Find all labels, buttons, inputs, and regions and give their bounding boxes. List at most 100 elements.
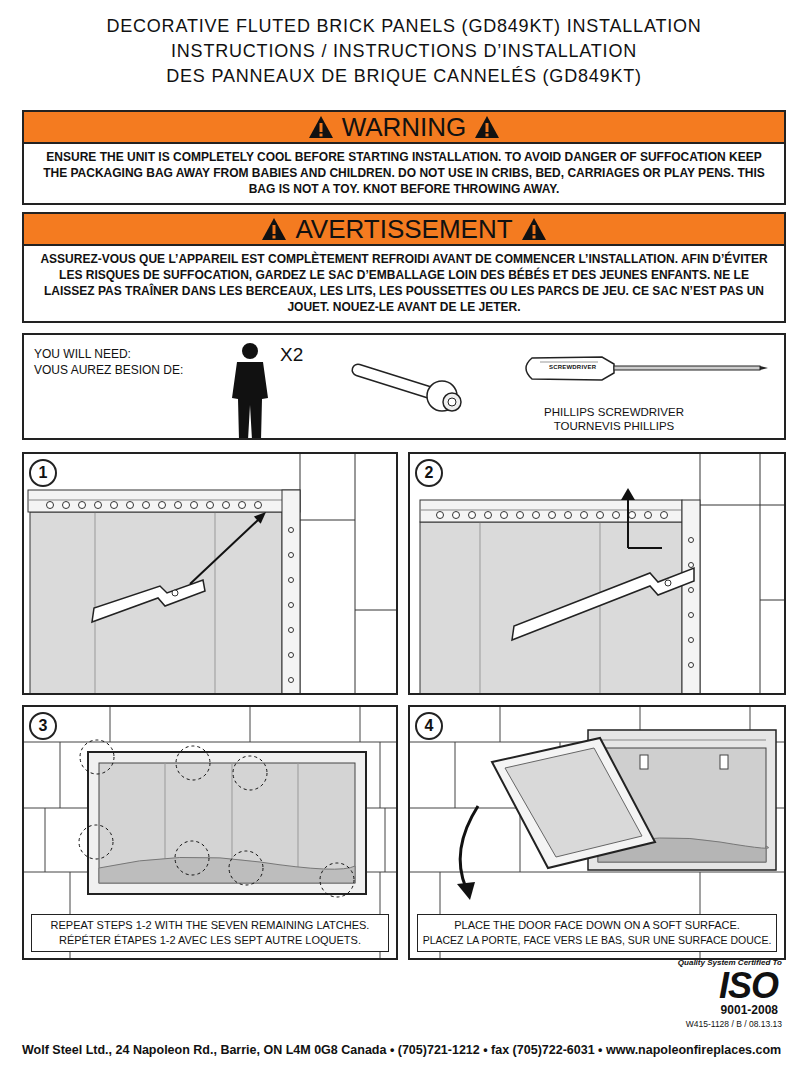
iso-logo: ISO — [719, 968, 778, 1004]
tool-label: VOUS AUREZ BESION DE: — [34, 363, 183, 377]
caption-text: PLACEZ LA PORTE, FACE VERS LE BAS, SUR U… — [421, 933, 773, 948]
step1-illustration — [215, 512, 216, 693]
step3-illustration — [24, 707, 396, 958]
step4-illustration — [640, 755, 648, 769]
step3-illustration — [380, 742, 381, 808]
step1-illustration — [289, 628, 294, 633]
step-number-text: 3 — [39, 717, 48, 735]
step3-illustration — [298, 763, 299, 883]
step4-illustration — [500, 707, 501, 742]
step1-illustration — [111, 502, 118, 509]
step3-illustration — [175, 841, 209, 875]
step1-illustration — [79, 502, 86, 509]
step2-illustration — [689, 563, 694, 568]
step3-illustration — [79, 825, 113, 859]
step1-illustration — [191, 502, 198, 509]
step2-illustration — [613, 512, 620, 519]
tool-brand: SCREWDRIVER — [549, 364, 596, 371]
warning-triangle — [486, 123, 489, 132]
warning-triangle — [532, 225, 535, 234]
step-number-text: 2 — [425, 464, 434, 482]
warning-triangle — [521, 217, 547, 241]
step2-illustration — [689, 663, 694, 668]
step-caption: REPEAT STEPS 1-2 WITH THE SEVEN REMAININ… — [31, 914, 389, 952]
step3-illustration — [233, 756, 267, 790]
quantity-label: X2 — [280, 344, 303, 366]
warning-header: AVERTISSEMENT — [24, 214, 784, 246]
step1-illustration — [300, 520, 355, 521]
step1-illustration — [30, 512, 282, 693]
step1-illustration — [143, 502, 150, 509]
step2-illustration — [629, 512, 636, 519]
step2-illustration — [420, 500, 682, 522]
step1-illustration — [207, 502, 214, 509]
person-icon — [232, 343, 268, 440]
caption-text: RÉPÉTER ÉTAPES 1-2 AVEC LES SEPT AUTRE L… — [35, 933, 385, 948]
warning-triangle — [308, 115, 334, 139]
step2-illustration — [760, 600, 784, 601]
step1-illustration — [63, 502, 70, 509]
step3-illustration — [79, 740, 354, 897]
step-caption: PLACE THE DOOR FACE DOWN ON A SOFT SURFA… — [417, 914, 777, 952]
ratchet-icon — [358, 370, 461, 411]
step3-illustration — [99, 763, 355, 883]
step2-illustration — [437, 512, 668, 519]
screwdriver-icon — [760, 366, 768, 370]
step1-illustration — [172, 590, 178, 596]
step-number-text: 1 — [39, 464, 48, 482]
step-panel: 1 — [22, 452, 398, 695]
step2-illustration — [597, 512, 604, 519]
warning-triangle — [308, 115, 334, 139]
screwdriver-icon — [526, 357, 768, 380]
step2-illustration — [682, 500, 700, 693]
step-panel: 3REPEAT STEPS 1-2 WITH THE SEVEN REMAINI… — [22, 705, 398, 960]
step1-illustration — [254, 512, 266, 524]
ratchet-icon — [448, 398, 456, 406]
warning-triangle — [273, 236, 276, 239]
step2-illustration — [689, 613, 694, 618]
warning-heading: AVERTISSEMENT — [295, 214, 512, 244]
screwdriver-icon — [614, 366, 760, 370]
step1-illustration — [355, 454, 356, 693]
warning-box: AVERTISSEMENTASSUREZ-VOUS QUE L’APPAREIL… — [22, 212, 786, 323]
step3-illustration — [229, 851, 263, 885]
step2-illustration — [700, 505, 784, 506]
step1-illustration — [47, 502, 262, 509]
step2-illustration — [665, 580, 671, 586]
caption-text: REPEAT STEPS 1-2 WITH THE SEVEN REMAININ… — [35, 918, 385, 933]
caption-text: PLACE THE DOOR FACE DOWN ON A SOFT SURFA… — [421, 918, 773, 933]
step3-illustration — [320, 863, 354, 897]
warning-triangle — [262, 218, 286, 240]
step-number-text: 4 — [425, 717, 434, 735]
step1-illustration — [289, 553, 294, 558]
step2-illustration — [581, 512, 588, 519]
step1-illustration — [28, 454, 396, 693]
warning-triangle — [522, 218, 546, 240]
step1-illustration — [289, 578, 294, 583]
person-icon — [242, 343, 258, 359]
warning-triangle — [319, 134, 322, 137]
step2-illustration — [661, 512, 668, 519]
step3-illustration — [88, 752, 366, 894]
step-number: 3 — [29, 712, 57, 740]
step2-illustration — [689, 588, 694, 593]
step1-illustration — [92, 580, 205, 622]
step3-illustration — [24, 742, 396, 743]
step2-illustration — [480, 522, 481, 693]
step2-illustration — [517, 512, 524, 519]
ratchet-icon — [443, 393, 461, 411]
warning-triangle — [474, 115, 500, 139]
step2-illustration — [469, 512, 476, 519]
page-title: DECORATIVE FLUTED BRICK PANELS (GD849KT)… — [30, 14, 778, 89]
step4-illustration — [410, 872, 784, 873]
step4-illustration — [457, 882, 475, 900]
step2-illustration — [437, 512, 444, 519]
step1-illustration — [175, 502, 182, 509]
step1-illustration — [289, 678, 294, 683]
step2-illustration — [549, 512, 556, 519]
certification-note: Quality System Certified To — [678, 958, 782, 968]
step2-illustration — [689, 538, 694, 668]
step2-illustration — [689, 538, 694, 543]
step1-illustration — [47, 502, 54, 509]
step1-illustration — [282, 490, 300, 693]
